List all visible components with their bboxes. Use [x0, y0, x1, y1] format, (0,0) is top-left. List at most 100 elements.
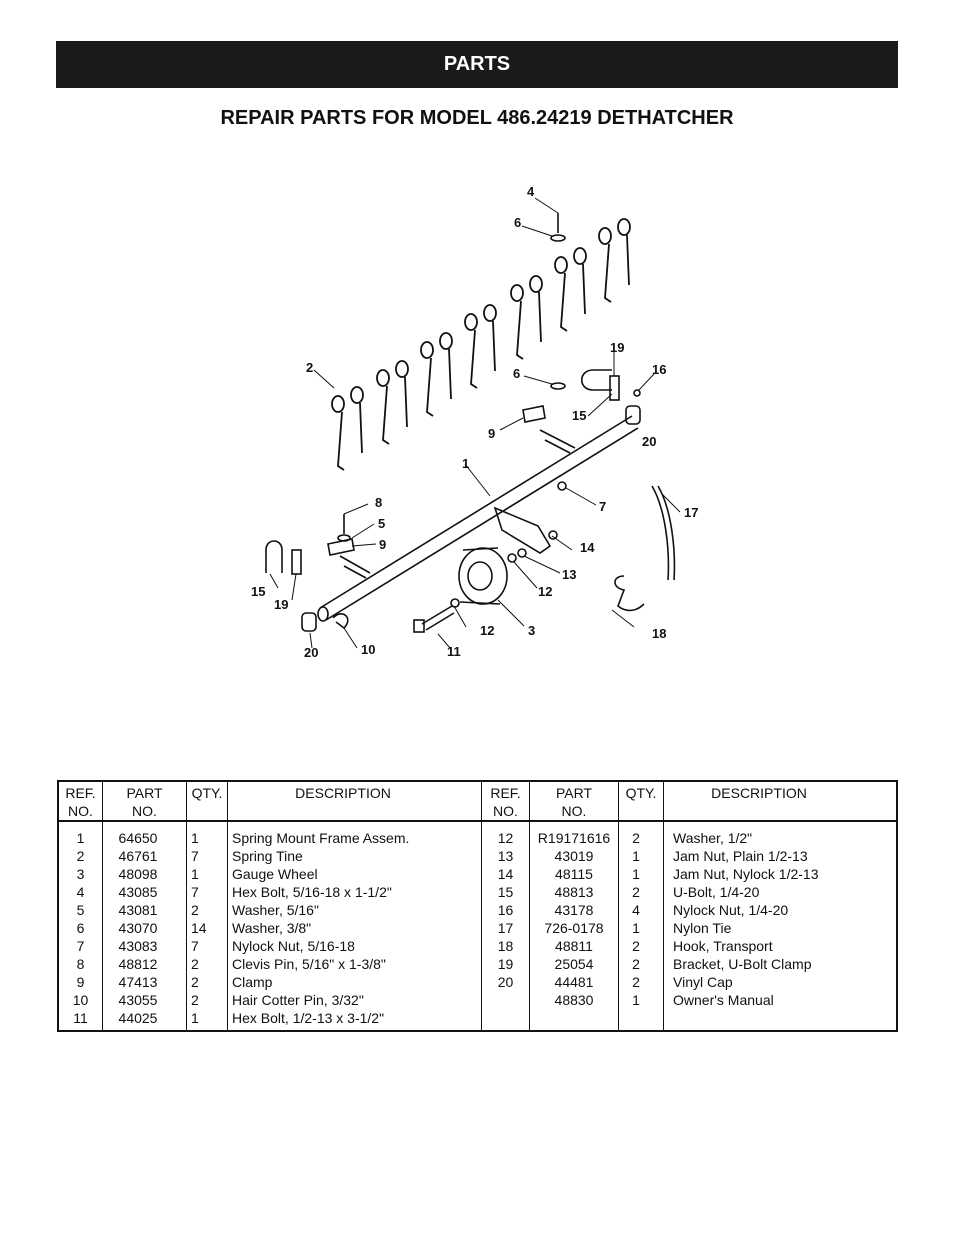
table-cell: 1 [632, 866, 640, 882]
table-cell: 12 [497, 830, 514, 846]
col-divider [102, 782, 103, 1030]
frame-tube [319, 415, 639, 621]
table-cell: 7 [191, 938, 199, 954]
col-divider [529, 782, 530, 1030]
table-cell: Jam Nut, Plain 1/2-13 [673, 848, 808, 864]
nylon-tie [651, 485, 676, 581]
table-cell: 3 [76, 866, 85, 882]
stub-tube [539, 429, 576, 454]
gauge-wheel [458, 547, 508, 605]
table-cell: 1 [632, 992, 640, 1008]
table-cell: U-Bolt, 1/4-20 [673, 884, 760, 900]
table-cell: 43070 [118, 920, 158, 936]
callout-20: 20 [642, 434, 656, 449]
page-title: REPAIR PARTS FOR MODEL 486.24219 DETHATC… [220, 107, 734, 129]
qty-column-right: 2 1 1 2 4 1 2 2 2 1 [619, 829, 653, 1009]
table-cell: Nylock Nut, 5/16-18 [232, 938, 355, 954]
callout-8: 8 [375, 495, 382, 510]
desc-column-left: Spring Mount Frame Assem. Spring Tine Ga… [232, 829, 477, 1027]
table-cell: 2 [632, 884, 640, 900]
table-cell: 10 [72, 992, 89, 1008]
callout-18: 18 [652, 626, 666, 641]
gauge-wheel-tread [459, 547, 501, 605]
table-cell: 43083 [118, 938, 158, 954]
callout-13: 13 [562, 567, 576, 582]
table-cell: 2 [632, 830, 640, 846]
table-cell: Washer, 1/2" [673, 830, 753, 846]
table-cell: Gauge Wheel [232, 866, 318, 882]
col-divider [186, 782, 187, 1030]
table-cell: Washer, 5/16" [232, 902, 319, 918]
table-cell: 25054 [554, 956, 594, 972]
callout-14: 14 [580, 540, 595, 555]
part-column-left: 64650 46761 48098 43085 43081 43070 4308… [103, 829, 173, 1027]
table-cell: 44481 [554, 974, 594, 990]
callout-1: 1 [462, 456, 469, 471]
hair-cotter-pin [332, 613, 349, 630]
clamp [522, 405, 546, 423]
frame-tube-end [317, 606, 329, 622]
table-cell: Owner's Manual [673, 992, 774, 1008]
table-cell: 64650 [118, 830, 158, 846]
u-bolt [265, 540, 283, 573]
table-cell: 4 [76, 884, 85, 900]
table-cell: 18 [497, 938, 514, 954]
col-divider [663, 782, 664, 1030]
u-bolt-bracket [609, 375, 620, 401]
table-cell: 1 [632, 848, 640, 864]
table-cell: 43081 [118, 902, 158, 918]
table-cell: 19 [497, 956, 514, 972]
table-cell: 726-0178 [544, 920, 604, 936]
table-cell: 13 [497, 848, 514, 864]
callout-6: 6 [513, 366, 520, 381]
table-cell: Spring Tine [232, 848, 303, 864]
table-cell: 43085 [118, 884, 158, 900]
table-cell: Clamp [232, 974, 273, 990]
vinyl-cap [625, 405, 641, 425]
table-cell: Hex Bolt, 1/2-13 x 3-1/2" [232, 1010, 385, 1026]
table-cell: 2 [191, 956, 199, 972]
callout-5: 5 [378, 516, 385, 531]
col-divider [618, 782, 619, 1030]
col-divider [481, 782, 482, 1030]
nylock-nut [633, 389, 641, 397]
table-cell: 2 [76, 848, 85, 864]
nylock-nut [548, 530, 558, 540]
table-cell: 48098 [118, 866, 158, 882]
ref-column-right: 12 13 14 15 16 17 18 19 20 [482, 829, 529, 1009]
table-cell: Hair Cotter Pin, 3/32" [232, 992, 364, 1008]
callout-7: 7 [599, 499, 606, 514]
table-cell: 7 [191, 884, 199, 900]
table-cell: 1 [191, 866, 199, 882]
table-cell: Bracket, U-Bolt Clamp [673, 956, 812, 972]
ref-column-left: 1 2 3 4 5 6 7 8 9 10 11 [59, 829, 102, 1027]
part-column-right: R19171616 43019 48115 48813 43178 726-01… [530, 829, 618, 1009]
header-ref-left: REF. NO. [65, 785, 96, 819]
table-cell: 1 [191, 1010, 199, 1026]
callout-16: 16 [652, 362, 666, 377]
transport-hook [614, 575, 645, 612]
table-cell: 15 [497, 884, 514, 900]
exploded-parts-diagram: 4 6 2 19 16 6 15 9 20 1 7 17 8 5 9 14 13… [251, 184, 698, 660]
washer [450, 598, 460, 608]
header-part-left: PART NO. [126, 785, 163, 819]
table-cell: Washer, 3/8" [232, 920, 312, 936]
spring-tine [464, 304, 497, 389]
wheel-mount-plate [493, 506, 552, 554]
table-cell: 11 [73, 1010, 88, 1026]
table-cell: 14 [497, 866, 514, 882]
header-desc-right: DESCRIPTION [711, 785, 807, 801]
table-cell: 6 [76, 920, 85, 936]
table-cell: 46761 [118, 848, 158, 864]
table-cell: 17 [497, 920, 514, 936]
table-cell: 2 [632, 938, 640, 954]
table-cell: 20 [497, 974, 514, 990]
table-cell [482, 991, 529, 1009]
table-cell: 43019 [554, 848, 594, 864]
callout-9: 9 [488, 426, 495, 441]
callout-17: 17 [684, 505, 698, 520]
table-cell: 48830 [554, 992, 594, 1008]
banner-title: PARTS [443, 53, 511, 75]
hex-bolt [421, 605, 455, 631]
u-bolt [580, 369, 612, 391]
